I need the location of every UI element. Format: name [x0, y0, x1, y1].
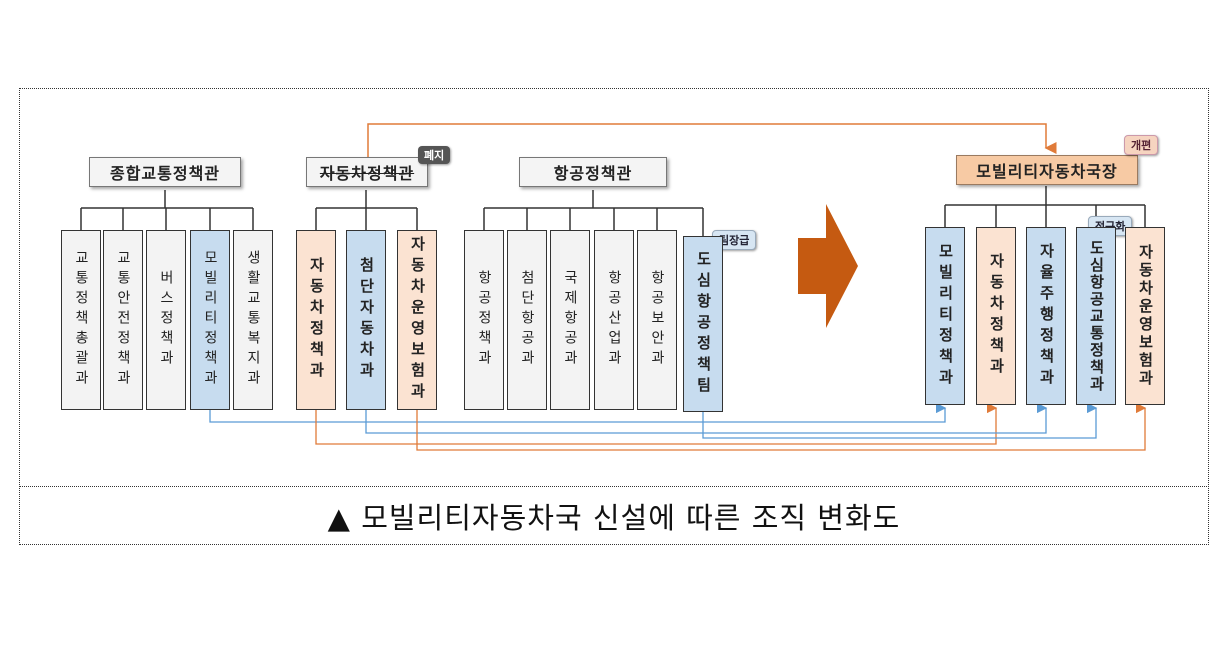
transition-arrow	[798, 204, 858, 328]
map-uam	[702, 402, 1098, 439]
badge-abolished: 폐지	[418, 146, 451, 164]
unit-box: 첨단자동차과	[346, 230, 386, 410]
tree-comprehensive	[80, 190, 254, 230]
header-auto-policy: 자동차정책관	[306, 157, 428, 187]
header-aviation-policy: 항공정책관	[519, 157, 667, 187]
unit-box: 국제항공과	[550, 230, 590, 410]
header-mobility-bureau: 모빌리티자동차국장	[956, 155, 1138, 185]
unit-box: 모빌리티정책과	[925, 227, 965, 405]
unit-box: 항공산업과	[594, 230, 634, 410]
unit-box: 자동차운영보험과	[1125, 227, 1165, 405]
tree-auto	[315, 190, 418, 230]
unit-box: 도심항공정책팀	[683, 236, 723, 412]
tree-mobility	[944, 186, 1146, 227]
unit-box: 자율주행정책과	[1026, 227, 1066, 405]
caption-divider	[19, 486, 1209, 487]
unit-box: 도심항공교통정책과	[1076, 227, 1116, 405]
unit-box: 생활교통복지과	[233, 230, 273, 410]
caption: ▲ 모빌리티자동차국 신설에 따른 조직 변화도	[327, 500, 901, 535]
top-transfer-arrow	[367, 123, 1057, 158]
unit-box: 버스정책과	[146, 230, 186, 410]
map-auto-policy	[315, 402, 998, 445]
unit-box: 항공정책과	[464, 230, 504, 410]
unit-box: 자동차정책과	[296, 230, 336, 410]
unit-box: 교통안전정책과	[103, 230, 143, 410]
header-comprehensive-transport: 종합교통정책관	[89, 157, 241, 187]
unit-box: 항공보안과	[637, 230, 677, 410]
tree-aviation	[483, 190, 704, 236]
diagram-frame	[19, 88, 1209, 545]
unit-box: 교통정책총괄과	[61, 230, 101, 410]
map-autonomous	[365, 402, 1048, 434]
unit-box: 자동차운영보험과	[397, 230, 437, 410]
unit-box: 모빌리티정책과	[190, 230, 230, 410]
unit-box: 첨단항공과	[507, 230, 547, 410]
badge-reorganized: 개편	[1124, 135, 1159, 155]
map-mobility-policy	[209, 402, 947, 423]
map-insurance	[416, 402, 1147, 451]
unit-box: 자동차정책과	[976, 227, 1016, 405]
